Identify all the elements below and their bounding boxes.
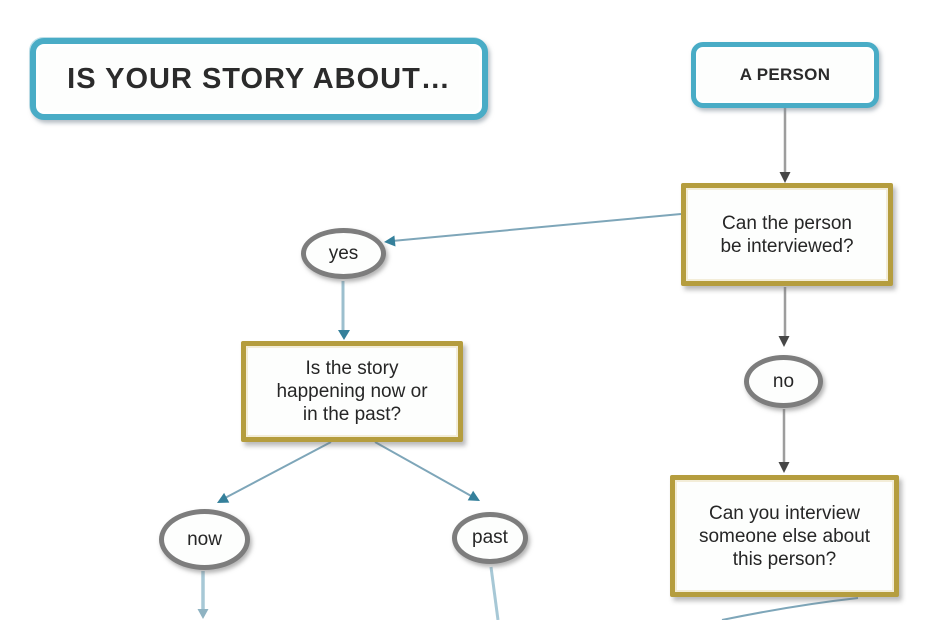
node-label: now: [187, 528, 222, 550]
node-answer-yes: yes: [301, 228, 386, 279]
question-line: this person?: [732, 548, 837, 570]
question-line: be interviewed?: [720, 235, 854, 257]
connector-interview-to-yes: [384, 213, 682, 247]
question-text: Is the story happening now or in the pas…: [276, 357, 427, 426]
node-answer-past: past: [452, 512, 528, 564]
connector-past-offscreen: [489, 566, 500, 620]
connector-person-to-interview: [779, 108, 791, 183]
question-line: Is the story: [305, 358, 399, 379]
question-text: Can the person be interviewed?: [720, 212, 853, 258]
node-label: no: [772, 370, 795, 392]
connector-now-offscreen: [197, 571, 209, 619]
question-line: happening now or: [276, 381, 428, 402]
node-label: yes: [328, 242, 359, 264]
connector-no-to-others: [778, 409, 790, 473]
question-text: Can you interview someone else about thi…: [699, 502, 870, 571]
node-question-interview: Can the person be interviewed?: [681, 183, 893, 286]
node-a-person: A PERSON: [691, 42, 879, 108]
connector-interview-to-no: [778, 287, 790, 347]
connector-yes-to-timeframe: [338, 281, 350, 340]
connector-timeframe-to-past: [374, 441, 480, 501]
title-text: IS YOUR STORY ABOUT…: [67, 62, 451, 95]
question-line: in the past?: [302, 404, 402, 425]
node-answer-no: no: [744, 355, 823, 408]
node-answer-now: now: [159, 509, 250, 570]
question-line: Can you interview: [708, 502, 861, 524]
node-label: past: [472, 527, 508, 548]
node-question-interview-others: Can you interview someone else about thi…: [670, 475, 899, 597]
connector-timeframe-to-now: [217, 441, 332, 503]
connector-others-offscreen: [721, 597, 859, 620]
node-question-timeframe: Is the story happening now or in the pas…: [241, 341, 463, 442]
question-line: someone else about: [698, 525, 871, 547]
title-banner: IS YOUR STORY ABOUT…: [30, 38, 488, 120]
node-label: A PERSON: [739, 65, 831, 84]
question-line: Can the person: [722, 212, 852, 234]
